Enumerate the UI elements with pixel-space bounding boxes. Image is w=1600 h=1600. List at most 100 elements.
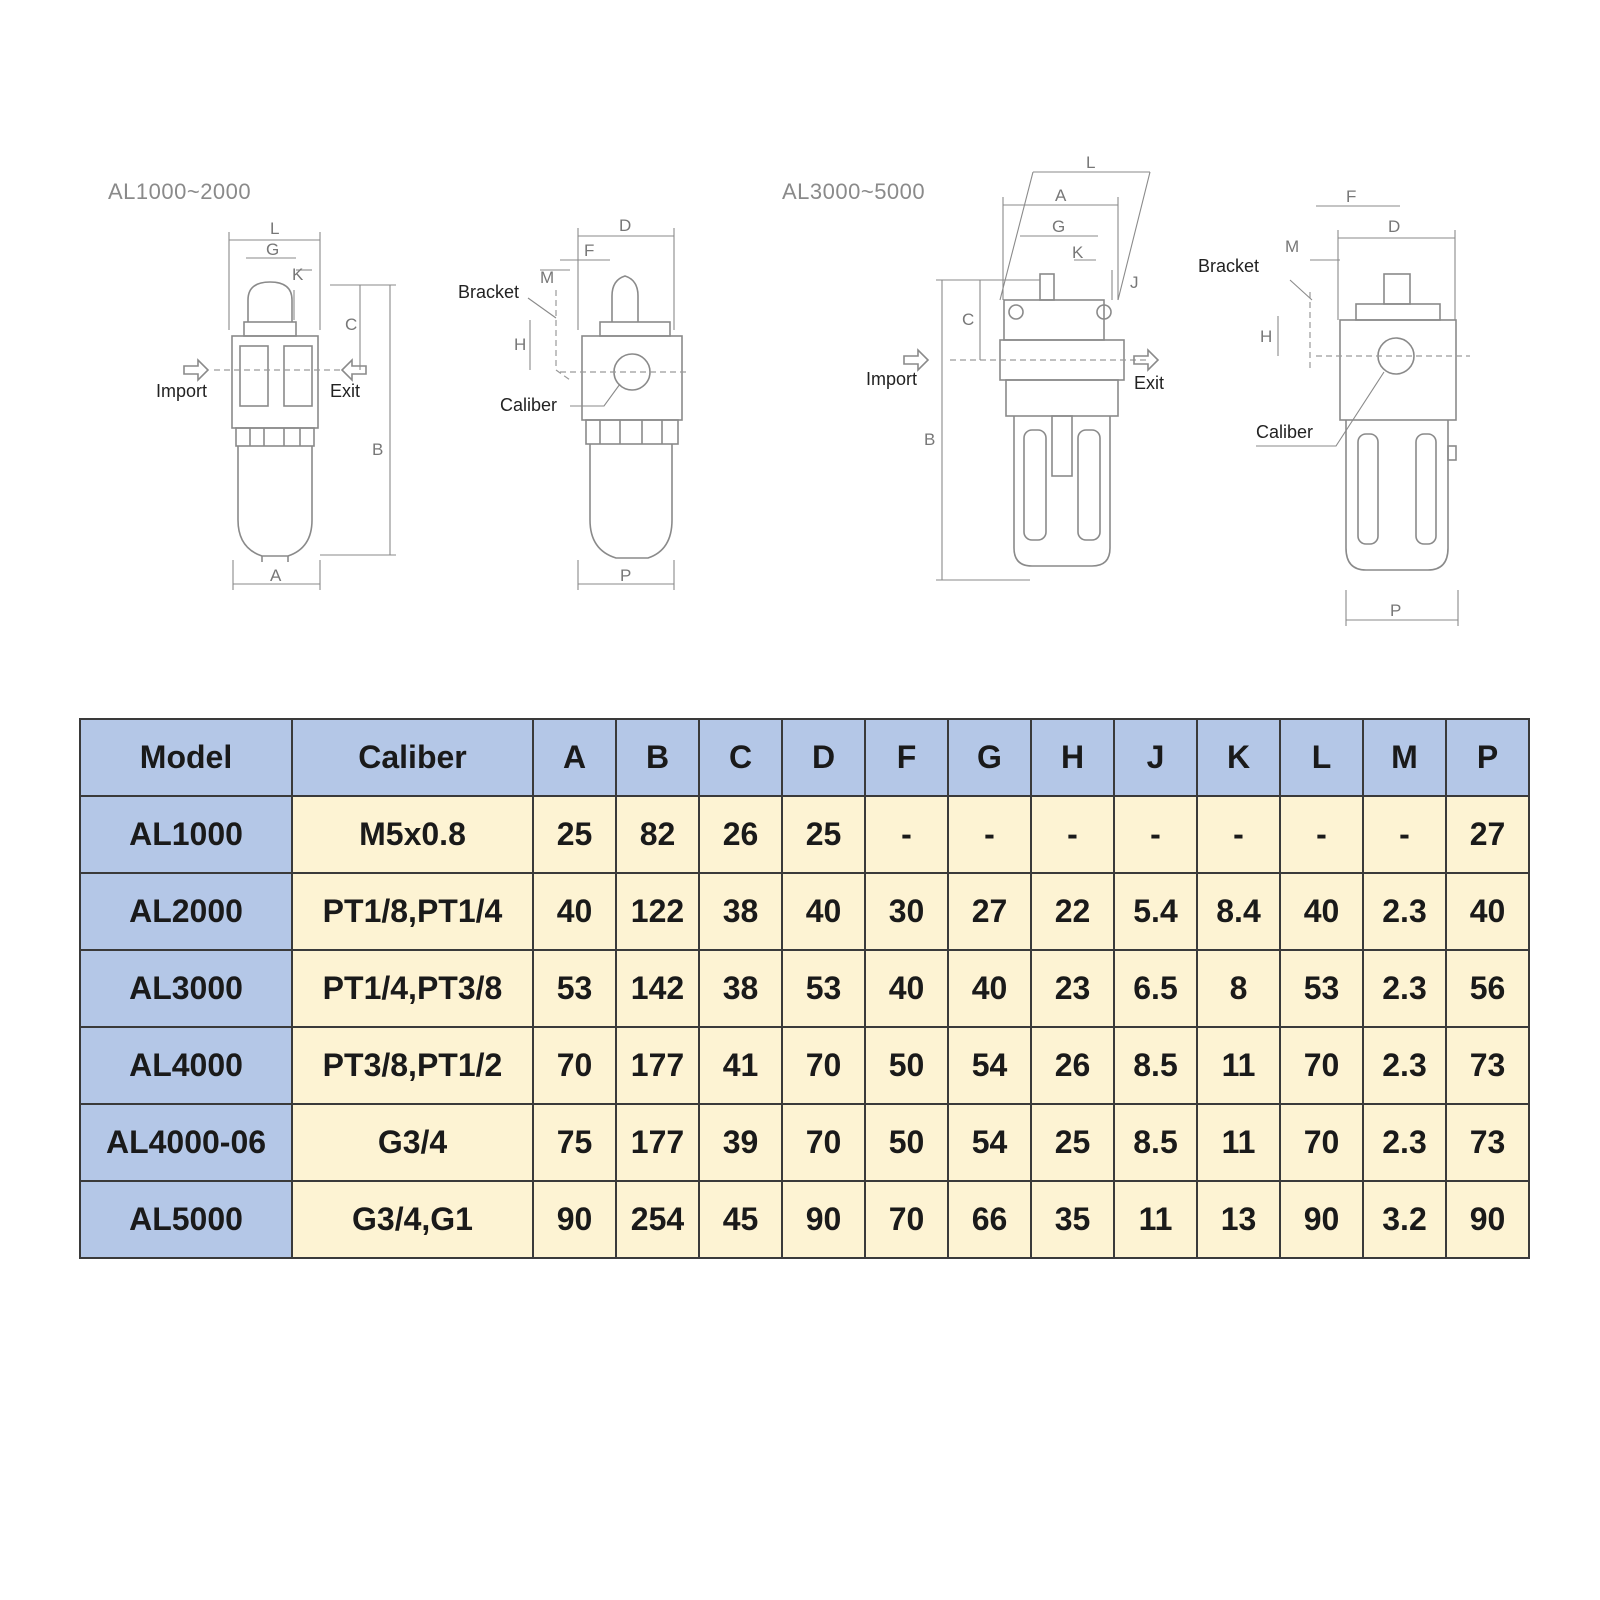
value-cell: 25 (532, 795, 617, 874)
model-cell: AL5000 (79, 1180, 293, 1259)
dim-label-P-small: P (620, 566, 631, 585)
dim-label-K-large: K (1072, 243, 1084, 262)
header-cell-d: D (781, 718, 866, 797)
value-cell: - (1362, 795, 1447, 874)
dim-label-L: L (270, 219, 279, 238)
value-cell: 73 (1445, 1103, 1530, 1182)
header-cell-h: H (1030, 718, 1115, 797)
header-cell-j: J (1113, 718, 1198, 797)
value-cell: 90 (781, 1180, 866, 1259)
value-cell: 25 (1030, 1103, 1115, 1182)
model-cell: AL4000-06 (79, 1103, 293, 1182)
caliber-cell: G3/4,G1 (291, 1180, 534, 1259)
bracket-label-small: Bracket (458, 282, 519, 302)
dim-label-D-small: D (619, 216, 631, 235)
header-cell-g: G (947, 718, 1032, 797)
value-cell: 39 (698, 1103, 783, 1182)
dim-label-A-large: A (1055, 186, 1067, 205)
value-cell: 90 (532, 1180, 617, 1259)
header-cell-k: K (1196, 718, 1281, 797)
value-cell: 11 (1196, 1103, 1281, 1182)
value-cell: 53 (1279, 949, 1364, 1028)
value-cell: 8.5 (1113, 1026, 1198, 1105)
header-cell-f: F (864, 718, 949, 797)
header-cell-b: B (615, 718, 700, 797)
value-cell: 11 (1196, 1026, 1281, 1105)
header-cell-m: M (1362, 718, 1447, 797)
caliber-cell: G3/4 (291, 1103, 534, 1182)
value-cell: 38 (698, 949, 783, 1028)
value-cell: 50 (864, 1103, 949, 1182)
caliber-cell: PT1/4,PT3/8 (291, 949, 534, 1028)
value-cell: - (1279, 795, 1364, 874)
value-cell: 40 (947, 949, 1032, 1028)
caliber-label-large: Caliber (1256, 422, 1313, 442)
model-cell: AL3000 (79, 949, 293, 1028)
value-cell: 75 (532, 1103, 617, 1182)
value-cell: 53 (532, 949, 617, 1028)
value-cell: 70 (864, 1180, 949, 1259)
value-cell: 11 (1113, 1180, 1198, 1259)
model-cell: AL4000 (79, 1026, 293, 1105)
value-cell: 73 (1445, 1026, 1530, 1105)
value-cell: 82 (615, 795, 700, 874)
value-cell: 122 (615, 872, 700, 951)
value-cell: 2.3 (1362, 872, 1447, 951)
caliber-cell: M5x0.8 (291, 795, 534, 874)
value-cell: 27 (947, 872, 1032, 951)
value-cell: 142 (615, 949, 700, 1028)
value-cell: 38 (698, 872, 783, 951)
dim-label-H-small: H (514, 335, 526, 354)
value-cell: - (1113, 795, 1198, 874)
value-cell: 254 (615, 1180, 700, 1259)
dim-label-P-large: P (1390, 601, 1401, 620)
value-cell: 70 (781, 1026, 866, 1105)
value-cell: 35 (1030, 1180, 1115, 1259)
value-cell: 26 (698, 795, 783, 874)
drawing-small-front: L G K C B A Import Exit (156, 219, 396, 590)
value-cell: - (1030, 795, 1115, 874)
header-cell-p: P (1445, 718, 1530, 797)
value-cell: 13 (1196, 1180, 1281, 1259)
series-title-large: AL3000~5000 (782, 179, 925, 204)
value-cell: 45 (698, 1180, 783, 1259)
value-cell: 53 (781, 949, 866, 1028)
header-cell-model: Model (79, 718, 293, 797)
header-cell-caliber: Caliber (291, 718, 534, 797)
value-cell: 27 (1445, 795, 1530, 874)
value-cell: - (864, 795, 949, 874)
value-cell: 8.5 (1113, 1103, 1198, 1182)
header-cell-a: A (532, 718, 617, 797)
dim-label-B-large: B (924, 430, 935, 449)
value-cell: 50 (864, 1026, 949, 1105)
value-cell: 2.3 (1362, 1103, 1447, 1182)
value-cell: 8.4 (1196, 872, 1281, 951)
technical-drawings: AL1000~2000 AL3000~5000 L G K (108, 153, 1470, 626)
value-cell: 23 (1030, 949, 1115, 1028)
model-cell: AL2000 (79, 872, 293, 951)
value-cell: - (947, 795, 1032, 874)
dim-label-F-large: F (1346, 187, 1356, 206)
dim-label-G: G (266, 240, 279, 259)
dim-label-J-large: J (1130, 273, 1139, 292)
drawing-large-side: D F M H P Bracket Caliber (1198, 187, 1470, 626)
import-label-large: Import (866, 369, 917, 389)
value-cell: 22 (1030, 872, 1115, 951)
dim-label-M-small: M (540, 268, 554, 287)
value-cell: 70 (1279, 1103, 1364, 1182)
dim-label-D-large: D (1388, 217, 1400, 236)
value-cell: 25 (781, 795, 866, 874)
exit-label-small: Exit (330, 381, 360, 401)
value-cell: 2.3 (1362, 1026, 1447, 1105)
value-cell: 40 (1279, 872, 1364, 951)
value-cell: 30 (864, 872, 949, 951)
value-cell: 54 (947, 1026, 1032, 1105)
dim-label-F-small: F (584, 241, 594, 260)
value-cell: 40 (532, 872, 617, 951)
